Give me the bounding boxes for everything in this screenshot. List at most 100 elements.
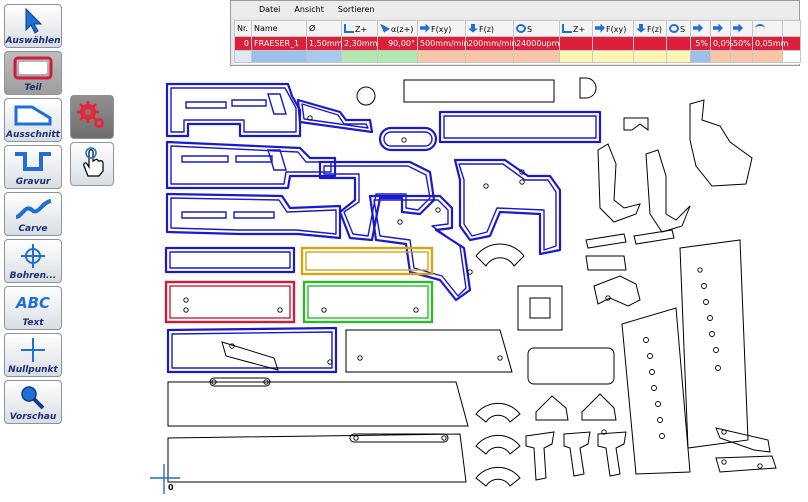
color-cell: #f9c6a7 (417, 50, 466, 63)
part-half-round[interactable] (579, 77, 597, 99)
part-arc-piece-1[interactable] (475, 243, 525, 267)
menu-view[interactable]: Ansicht (294, 5, 324, 14)
touch-mode-button[interactable] (70, 142, 114, 186)
cell-name[interactable]: FRAESER_1 (251, 36, 307, 51)
text-tool-button[interactable]: ABC Text (4, 286, 62, 330)
cell-extra[interactable] (782, 36, 801, 51)
cell-nr[interactable]: 0 (234, 36, 252, 51)
tool-settings-button[interactable] (70, 95, 114, 139)
col-header-feed-xy-2[interactable]: F(xy) (592, 20, 634, 37)
carve-tool-button[interactable]: Carve (4, 192, 62, 236)
part-square-cross[interactable] (517, 285, 563, 331)
part-bar-blue-left[interactable] (164, 246, 296, 274)
col-header-nr[interactable]: Nr. (234, 20, 252, 37)
preview-tool-button[interactable]: Vorschau (4, 380, 62, 424)
cell-feed-xy[interactable]: 500mm/min (417, 36, 469, 51)
col-header-feed-xy[interactable]: F(xy) (417, 20, 466, 37)
part-bar-yellow[interactable] (300, 246, 434, 276)
part-tool-button[interactable]: Teil (4, 51, 62, 95)
part-claw-1[interactable] (525, 431, 555, 481)
part-bar-top-center[interactable] (403, 79, 555, 103)
cell-percent-1[interactable]: 5% (690, 36, 711, 51)
cell-percent-2[interactable]: 0,0% (710, 36, 733, 51)
part-trigger-frame-1[interactable] (318, 160, 436, 242)
part-rounded-rect[interactable] (527, 347, 615, 385)
part-lever-2[interactable] (645, 149, 691, 233)
tool-table-window: Datei Ansicht Sortieren Nr. Name Ø Z+ α(… (230, 0, 801, 66)
part-link-bar[interactable] (221, 341, 279, 371)
part-slot-bar-2[interactable] (349, 433, 449, 443)
part-plate-slanted[interactable] (345, 329, 513, 373)
col-header-angle[interactable]: α(z+) (377, 20, 418, 37)
menu-sort[interactable]: Sortieren (337, 5, 375, 14)
col-header-arrow-2[interactable] (710, 20, 731, 37)
part-link-arm-2[interactable] (715, 455, 777, 473)
part-long-strip-angled[interactable] (585, 233, 627, 249)
part-round-disc[interactable] (356, 86, 376, 106)
cell-angle[interactable]: 90,00° (377, 36, 418, 51)
drill-tool-button[interactable]: Bohren... (4, 239, 62, 283)
part-arc-piece-3[interactable] (475, 434, 521, 455)
cell-feed-xy-2[interactable] (592, 36, 634, 51)
cell-z-plus-2[interactable] (559, 36, 593, 51)
col-header-wave[interactable] (752, 20, 783, 37)
col-header-arrow-3[interactable] (730, 20, 753, 37)
col-header-arrow-1[interactable] (690, 20, 711, 37)
cell-feed-z[interactable]: 200mm/min (465, 36, 517, 51)
col-header-z-plus[interactable]: Z+ (341, 20, 378, 37)
part-wedge-1[interactable] (535, 395, 569, 421)
part-plate-red[interactable] (164, 280, 296, 324)
cell-wave-depth[interactable]: 0,05mm (752, 36, 788, 51)
drill-hole (307, 115, 313, 121)
cutout-tool-button[interactable]: Ausschnitt (4, 98, 62, 142)
part-plate-bottom-left[interactable] (166, 326, 338, 374)
part-long-strip-angled-2[interactable] (633, 229, 675, 245)
part-plate-green[interactable] (302, 280, 434, 324)
part-arc-piece-2[interactable] (475, 402, 521, 423)
part-oval-slot[interactable] (378, 126, 438, 152)
table-row[interactable]: 0 FRAESER_1 1,50mm 2,30mm 90,00° 500mm/m… (234, 36, 801, 51)
menu-file[interactable]: Datei (259, 5, 281, 14)
zero-point-tool-button[interactable]: Nullpunkt (4, 333, 62, 377)
part-slide-long-2[interactable] (167, 433, 467, 483)
part-hook-right-1[interactable] (689, 99, 753, 187)
cell-feed-z-2[interactable] (633, 36, 667, 51)
part-notched-block[interactable] (623, 117, 649, 131)
part-bar-top-right[interactable] (438, 110, 602, 144)
part-rail-middle[interactable] (165, 140, 337, 190)
part-claw-3[interactable] (597, 431, 627, 477)
col-header-feed-z[interactable]: F(z) (465, 20, 514, 37)
drawing-canvas[interactable] (122, 66, 800, 502)
part-rail-top[interactable] (165, 82, 302, 138)
col-header-diameter[interactable]: Ø (306, 20, 342, 37)
col-header-feed-z-2[interactable]: F(z) (633, 20, 667, 37)
part-lever-1[interactable] (597, 143, 641, 223)
part-bracket-top[interactable] (296, 98, 374, 134)
col-header-extra[interactable] (782, 20, 801, 37)
part-long-side-bar[interactable] (679, 239, 749, 449)
part-trigger-frame-2[interactable] (453, 158, 562, 256)
part-slide-long[interactable] (167, 381, 469, 427)
cell-speed[interactable]: 24000upm (513, 36, 560, 51)
cell-speed-2[interactable] (666, 36, 691, 51)
part-hook-small[interactable] (593, 275, 641, 307)
cell-diameter[interactable]: 1,50mm (306, 36, 342, 51)
color-cell: #b3e9b0 (377, 50, 418, 63)
part-claw-2[interactable] (563, 431, 591, 477)
part-wedge-2[interactable] (581, 393, 617, 421)
cell-percent-3[interactable]: 50% (730, 36, 753, 51)
select-tool-button[interactable]: Auswählen (4, 4, 62, 48)
part-link-arm-1[interactable] (715, 427, 771, 453)
part-slot-bar[interactable] (209, 377, 271, 387)
part-small-tab[interactable] (585, 255, 627, 271)
part-frame-lower[interactable] (368, 194, 472, 302)
engrave-tool-button[interactable]: Gravur (4, 145, 62, 189)
col-header-name[interactable]: Name (251, 20, 307, 37)
part-arc-piece-4[interactable] (475, 466, 521, 487)
col-header-speed-2[interactable]: S (666, 20, 691, 37)
cell-z-plus[interactable]: 2,30mm (341, 36, 378, 51)
part-long-side-bar-2[interactable] (621, 307, 691, 475)
col-header-z-plus-2[interactable]: Z+ (559, 20, 593, 37)
part-rail-lower[interactable] (165, 192, 342, 240)
col-header-speed[interactable]: S (513, 20, 560, 37)
